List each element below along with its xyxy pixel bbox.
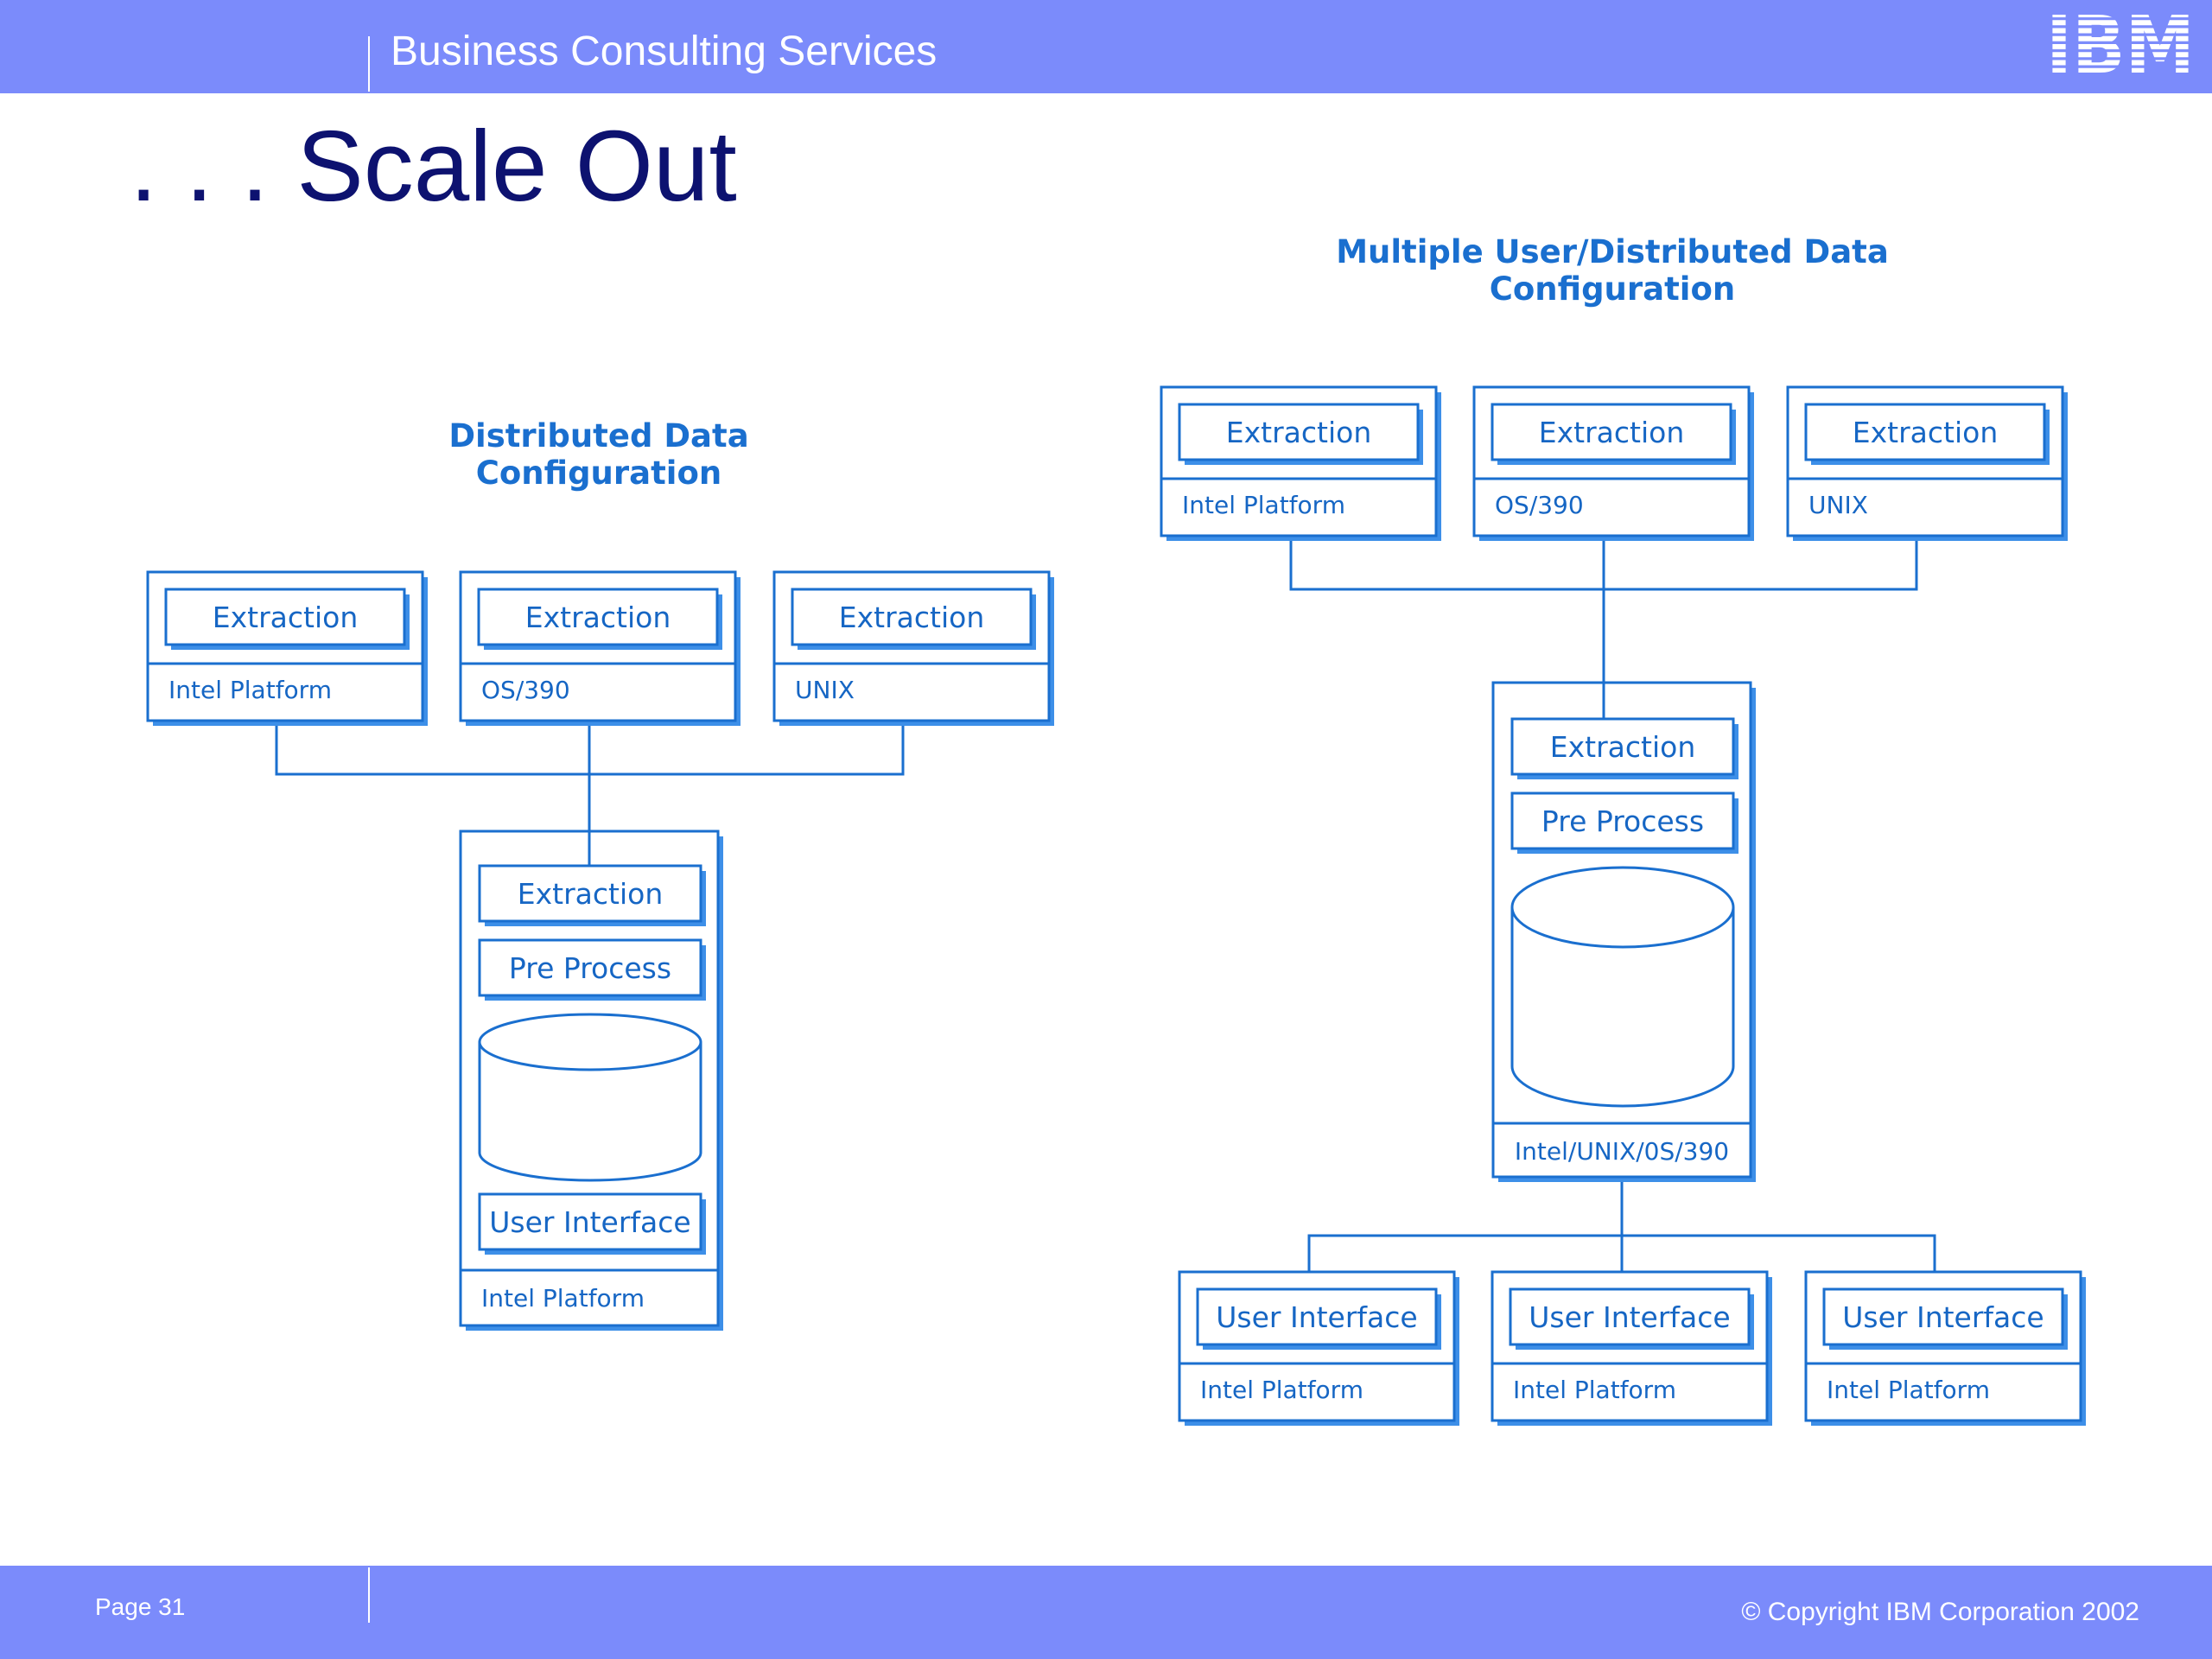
header-separator xyxy=(368,36,370,92)
left-central-component-2: Pre Process xyxy=(509,951,671,985)
ibm-logo-text: IBM xyxy=(2046,12,2195,76)
right-top-node-3-platform: UNIX xyxy=(1808,491,1868,519)
left-central-component-1: Extraction xyxy=(518,877,663,911)
right-top-node-3-component: Extraction xyxy=(1853,416,1998,449)
left-diagram xyxy=(146,570,1054,1331)
left-top-node-2-component: Extraction xyxy=(525,601,671,634)
right-top-node-1-component: Extraction xyxy=(1226,416,1371,449)
right-heading-line-2: Configuration xyxy=(1490,270,1736,308)
page-title: . . . Scale Out xyxy=(130,110,737,222)
left-top-node-1-component: Extraction xyxy=(213,601,358,634)
left-central-component-3: User Interface xyxy=(489,1205,690,1239)
right-central-component-1: Extraction xyxy=(1550,730,1695,764)
left-database-icon xyxy=(478,1013,702,1182)
left-top-node-2-platform: OS/390 xyxy=(481,676,570,704)
right-top-node-2-platform: OS/390 xyxy=(1495,491,1584,519)
architecture-diagrams: Distributed Data Configuration Extractio… xyxy=(146,233,2086,1426)
footer-separator xyxy=(368,1567,370,1623)
right-bottom-node-2 xyxy=(1491,1270,1772,1426)
left-top-node-1-platform: Intel Platform xyxy=(168,676,332,704)
right-bottom-node-3 xyxy=(1804,1270,2086,1426)
header-title: Business Consulting Services xyxy=(391,29,938,74)
right-bottom-node-3-component: User Interface xyxy=(1842,1300,2044,1334)
left-central-platform: Intel Platform xyxy=(481,1284,645,1313)
right-top-node-unix xyxy=(1786,385,2068,541)
right-top-node-intel xyxy=(1160,385,1441,541)
page-number: Page 31 xyxy=(95,1593,186,1620)
right-diagram xyxy=(1160,385,2086,1426)
right-top-node-os390 xyxy=(1472,385,1754,541)
left-top-node-3-platform: UNIX xyxy=(795,676,855,704)
right-bottom-node-1 xyxy=(1178,1270,1459,1426)
right-central-component-2: Pre Process xyxy=(1541,804,1704,838)
right-top-node-2-component: Extraction xyxy=(1539,416,1684,449)
left-central-node xyxy=(459,830,723,1331)
left-heading-line-1: Distributed Data xyxy=(448,417,748,454)
left-top-node-unix xyxy=(772,570,1054,726)
right-central-node xyxy=(1491,681,1756,1182)
left-top-node-intel xyxy=(146,570,428,726)
right-bottom-node-1-platform: Intel Platform xyxy=(1200,1376,1363,1404)
right-bottom-node-3-platform: Intel Platform xyxy=(1827,1376,1990,1404)
left-top-node-3-component: Extraction xyxy=(839,601,984,634)
right-top-node-1-platform: Intel Platform xyxy=(1182,491,1345,519)
copyright-notice: © Copyright IBM Corporation 2002 xyxy=(1741,1598,2139,1626)
right-bottom-node-2-component: User Interface xyxy=(1529,1300,1730,1334)
left-top-node-os390 xyxy=(459,570,741,726)
right-bottom-node-2-platform: Intel Platform xyxy=(1513,1376,1676,1404)
right-bottom-node-1-component: User Interface xyxy=(1216,1300,1417,1334)
right-database-icon xyxy=(1510,866,1735,1108)
ibm-logo: IBM xyxy=(2046,12,2195,76)
right-central-platform: Intel/UNIX/0S/390 xyxy=(1515,1137,1729,1166)
right-heading-line-1: Multiple User/Distributed Data xyxy=(1336,233,1889,270)
left-heading-line-2: Configuration xyxy=(476,454,722,492)
